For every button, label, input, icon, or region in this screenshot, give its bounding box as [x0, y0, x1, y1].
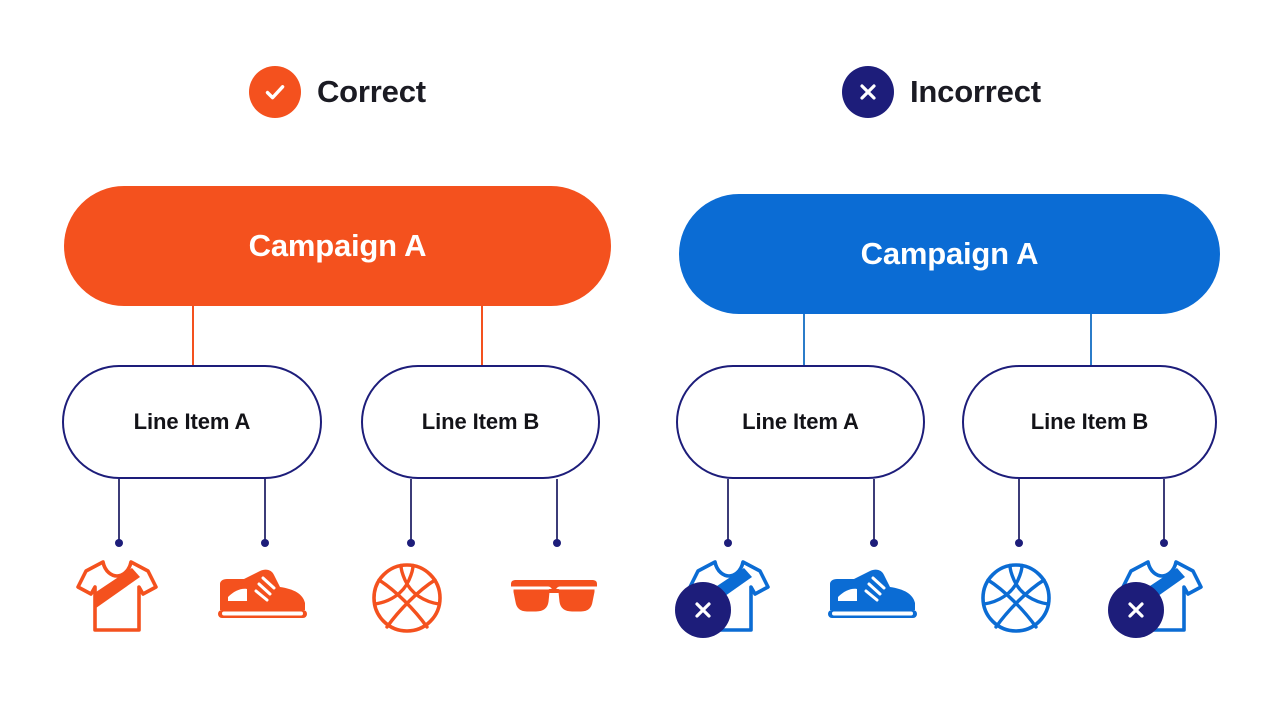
- check-circle-icon: [249, 66, 301, 118]
- line-item-label: Line Item A: [742, 409, 859, 434]
- stem-dot: [724, 539, 732, 547]
- stem-line: [410, 479, 412, 542]
- stem-line: [1018, 479, 1020, 542]
- product-basketball-icon[interactable]: [978, 560, 1054, 636]
- product-sneaker-icon[interactable]: [824, 567, 920, 621]
- stem-dot: [870, 539, 878, 547]
- line-item-label: Line Item B: [421, 409, 540, 434]
- product-tshirt-icon[interactable]: [72, 556, 162, 636]
- line-item-label: Line Item B: [1030, 409, 1149, 434]
- product-tshirt-icon[interactable]: [1108, 556, 1207, 638]
- product-sunglasses-icon[interactable]: [506, 578, 602, 618]
- campaign-label: Campaign A: [248, 228, 427, 263]
- product-tshirt-icon[interactable]: [675, 556, 774, 638]
- line-item-pill-a-correct[interactable]: Line Item A: [62, 365, 322, 479]
- line-item-pill-b-correct[interactable]: Line Item B: [361, 365, 600, 479]
- stem-line: [118, 479, 120, 542]
- x-circle-icon: [842, 66, 894, 118]
- stem-dot: [553, 539, 561, 547]
- connector-campaign-to-lineitem-b: [1090, 297, 1092, 367]
- product-basketball-icon[interactable]: [369, 560, 445, 636]
- legend-correct-label: Correct: [317, 74, 426, 109]
- line-item-label: Line Item A: [133, 409, 251, 434]
- connector-campaign-to-lineitem-a: [803, 297, 805, 367]
- flag-x-badge[interactable]: [675, 582, 731, 638]
- stem-dot: [1160, 539, 1168, 547]
- legend-correct: Correct: [249, 66, 426, 118]
- connector-campaign-to-lineitem-a: [192, 299, 194, 367]
- stem-line: [1163, 479, 1165, 542]
- stem-dot: [115, 539, 123, 547]
- legend-incorrect-label: Incorrect: [910, 74, 1041, 109]
- line-item-pill-a-incorrect[interactable]: Line Item A: [676, 365, 925, 479]
- stem-line: [727, 479, 729, 542]
- campaign-pill-incorrect[interactable]: Campaign A: [679, 194, 1220, 314]
- stem-line: [873, 479, 875, 542]
- campaign-label: Campaign A: [860, 236, 1039, 271]
- campaign-pill-correct[interactable]: Campaign A: [64, 186, 611, 306]
- legend-incorrect: Incorrect: [842, 66, 1041, 118]
- stem-dot: [1015, 539, 1023, 547]
- stem-dot: [407, 539, 415, 547]
- flag-x-badge[interactable]: [1108, 582, 1164, 638]
- product-sneaker-icon[interactable]: [214, 567, 310, 621]
- stem-line: [264, 479, 266, 542]
- line-item-pill-b-incorrect[interactable]: Line Item B: [962, 365, 1217, 479]
- stem-dot: [261, 539, 269, 547]
- stem-line: [556, 479, 558, 542]
- connector-campaign-to-lineitem-b: [481, 299, 483, 367]
